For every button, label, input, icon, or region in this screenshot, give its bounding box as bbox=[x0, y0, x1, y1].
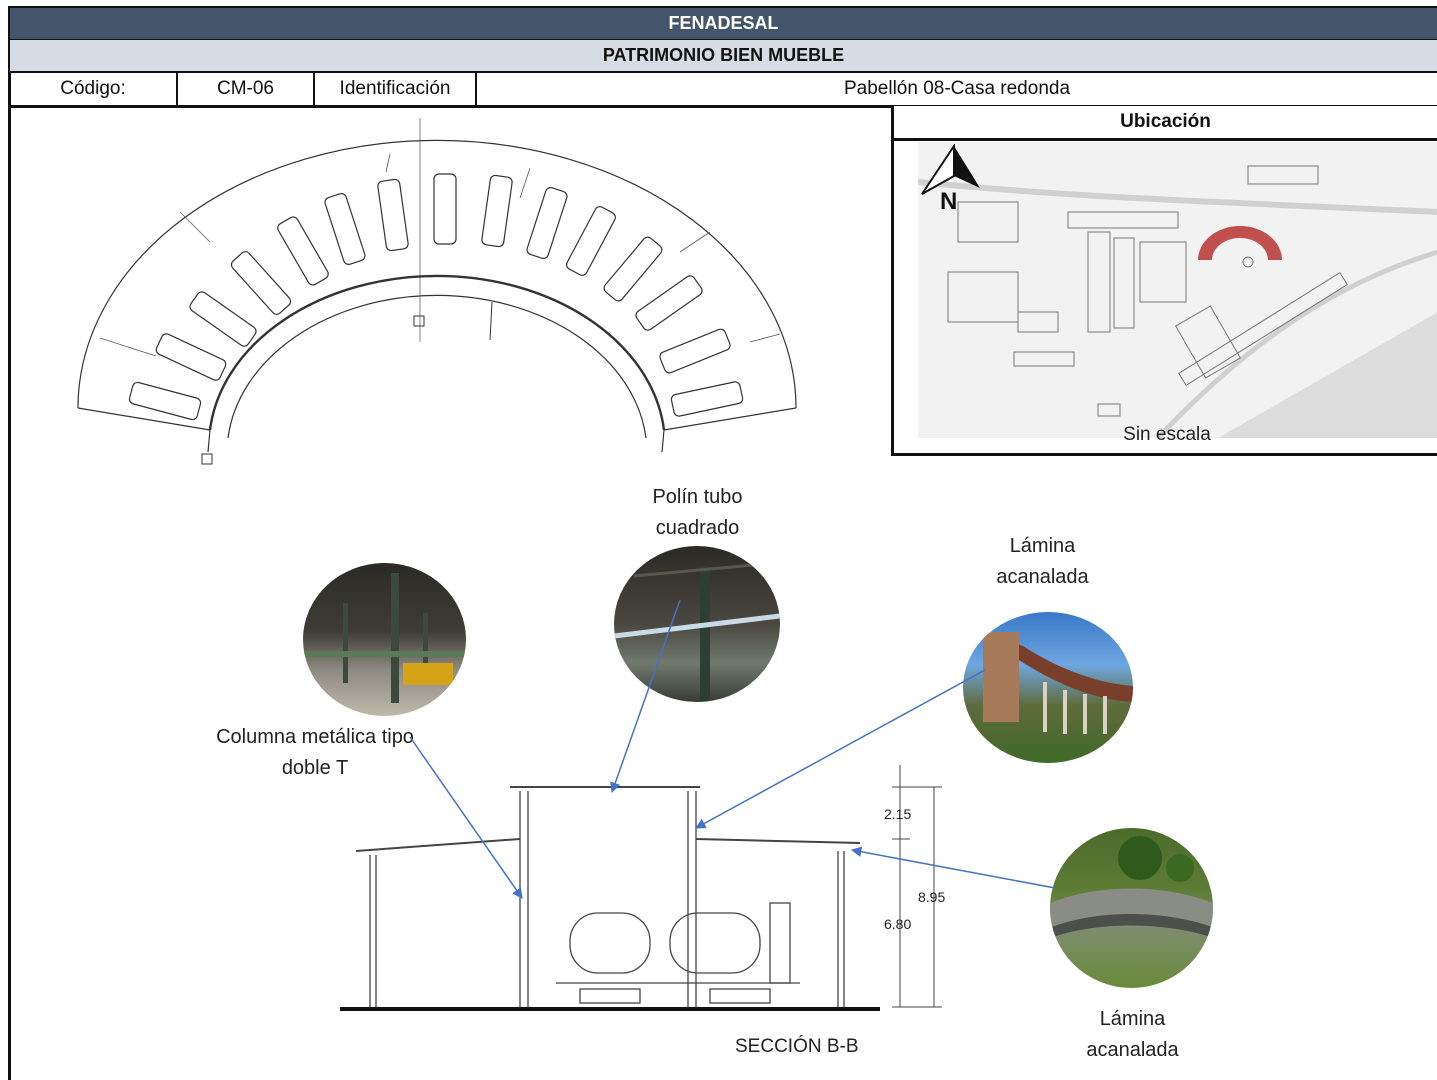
arrow-lamina-top bbox=[695, 669, 986, 829]
location-panel: Ubicación N Sin escala bbox=[891, 106, 1437, 456]
location-heading: Ubicación bbox=[894, 106, 1437, 141]
label-polin-tubo-cuadrado: Polín tubo cuadrado bbox=[652, 486, 743, 539]
label-columna-metalica: Columna metálica tipo doble T bbox=[216, 726, 414, 779]
document-subtitle: PATRIMONIO BIEN MUEBLE bbox=[10, 40, 1437, 73]
label-lamina-acanalada-top: Lámina acanalada bbox=[996, 535, 1089, 588]
arrow-polin bbox=[610, 599, 681, 793]
north-arrow-icon bbox=[921, 144, 980, 195]
photo-polin-roof bbox=[614, 546, 780, 702]
location-map bbox=[918, 142, 1437, 438]
document-frame bbox=[8, 6, 1437, 1080]
photo-lamina-exterior bbox=[963, 612, 1133, 763]
label-lamina-acanalada-bottom: Lámina acanalada bbox=[1086, 1008, 1179, 1061]
dimension-upper: 2.15 bbox=[884, 806, 912, 822]
dimension-total: 8.95 bbox=[918, 889, 946, 905]
photo-column-interior bbox=[303, 563, 466, 716]
identification-value: Pabellón 08-Casa redonda bbox=[843, 78, 1071, 99]
section-drawing bbox=[340, 765, 942, 1011]
identification-label: Identificación bbox=[315, 73, 477, 105]
info-row: Código: CM-06 Identificación Pabellón 08… bbox=[10, 73, 1437, 108]
code-label: Código: bbox=[10, 73, 178, 105]
arrow-lamina-bottom bbox=[850, 846, 1056, 889]
roundhouse-plan-drawing bbox=[77, 118, 797, 465]
arrow-columna bbox=[409, 736, 523, 899]
code-value: CM-06 bbox=[178, 73, 315, 105]
photo-lamina-aerial bbox=[1050, 828, 1213, 988]
section-title: SECCIÓN B-B bbox=[735, 1036, 859, 1057]
scale-note: Sin escala bbox=[1123, 424, 1211, 445]
dimension-lower: 6.80 bbox=[884, 916, 912, 932]
north-label: N bbox=[940, 188, 958, 215]
